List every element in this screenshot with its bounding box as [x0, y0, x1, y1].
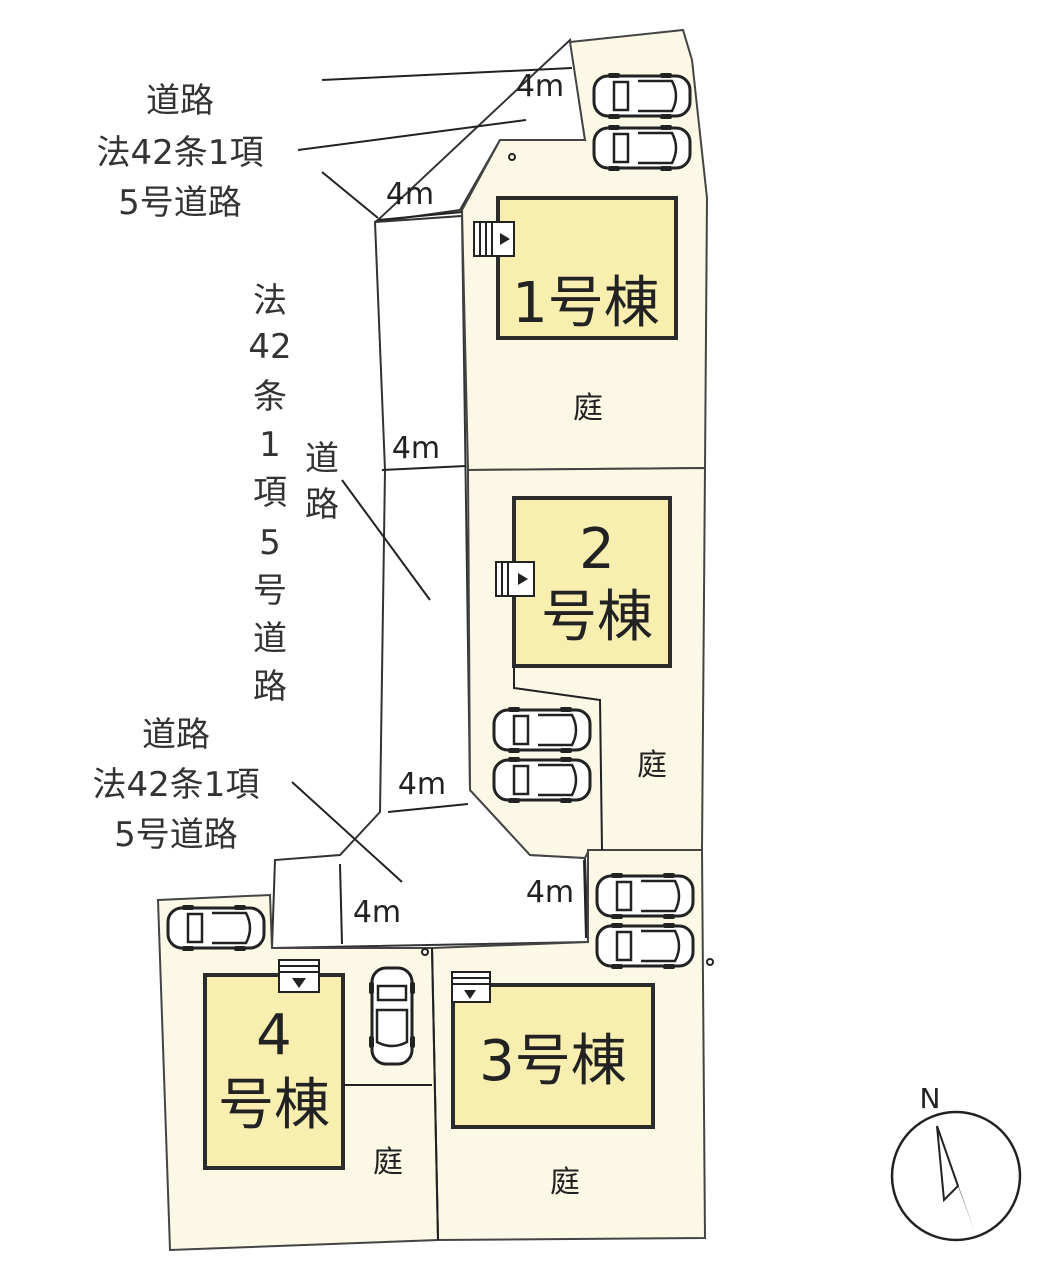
car-icon — [592, 123, 692, 173]
north-compass: N — [890, 1082, 1022, 1242]
car-icon — [367, 966, 417, 1066]
road-label-center: 道 — [305, 439, 339, 479]
road-label-vertical: 道 — [253, 619, 287, 659]
building-1 — [496, 196, 678, 340]
road-label-vertical: 項 — [253, 473, 287, 513]
road-label-bottom-line1: 道路 — [142, 715, 210, 755]
road-label-vertical: 号 — [253, 571, 287, 611]
building-4 — [203, 973, 345, 1170]
dimension-label: 4m — [526, 875, 574, 910]
road-label-bottom-line3: 5号道路 — [114, 815, 238, 855]
road-label-top-line3: 5号道路 — [118, 183, 242, 223]
compass-circle — [890, 1110, 1022, 1242]
garden-label-3: 庭 — [550, 1165, 580, 1200]
dimension-label: 4m — [516, 69, 564, 104]
road-label-bottom-line2: 法42条1項 — [93, 765, 260, 805]
garden-label-1: 庭 — [573, 391, 603, 426]
road-label-vertical: 1 — [259, 425, 281, 465]
car-icon — [492, 705, 592, 755]
dimension-label: 4m — [386, 177, 434, 212]
garden-label-2: 庭 — [637, 748, 667, 783]
road-label-vertical: 5 — [259, 523, 281, 563]
car-icon — [595, 871, 695, 921]
road-label-vertical: 路 — [253, 667, 287, 707]
garden-label-4: 庭 — [373, 1145, 403, 1180]
entrance-1 — [473, 221, 515, 257]
entrance-4 — [278, 959, 320, 993]
dimensions — [321, 67, 587, 945]
dimension-label: 4m — [398, 767, 446, 802]
dimension-label: 4m — [353, 895, 401, 930]
entrance-2 — [495, 561, 535, 597]
leader-lines — [291, 119, 527, 883]
building-4-label-number: 4 — [256, 1003, 292, 1068]
road-label-vertical: 法 — [253, 281, 287, 321]
entrance-3 — [451, 971, 491, 1003]
building-2-label-suffix: 号棟 — [541, 585, 653, 650]
parking-outline-2 — [513, 666, 603, 851]
road-label-center: 路 — [305, 485, 339, 525]
building-3-label: 3号棟 — [479, 1029, 627, 1094]
road-label-top-line1: 道路 — [146, 81, 214, 121]
building-1-label: 1号棟 — [512, 271, 660, 336]
car-icon — [595, 921, 695, 971]
building-4-label-suffix: 号棟 — [218, 1073, 330, 1138]
compass-north-label: N — [920, 1082, 941, 1115]
boundary-marker — [421, 948, 429, 956]
boundary-marker — [706, 958, 714, 966]
road-label-vertical: 条 — [253, 377, 287, 417]
boundary-marker — [508, 153, 516, 161]
road-label-vertical: 42 — [248, 327, 291, 367]
dimension-label: 4m — [392, 431, 440, 466]
building-2-label-number: 2 — [579, 517, 615, 582]
car-icon — [592, 71, 692, 121]
car-icon — [166, 903, 266, 953]
road-label-top-line2: 法42条1項 — [97, 133, 264, 173]
building-3 — [451, 983, 655, 1129]
lot-boundary-3-4 — [431, 947, 439, 1241]
car-icon — [492, 755, 592, 805]
